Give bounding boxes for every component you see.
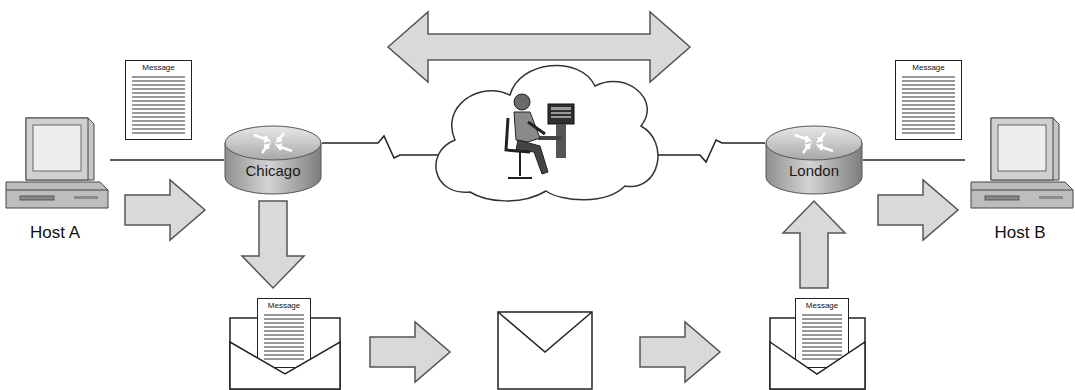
network-link — [110, 159, 224, 161]
message-document: Message — [895, 60, 962, 140]
operator-figure — [506, 94, 574, 178]
block-arrow — [783, 201, 845, 288]
router-symbol: London — [765, 125, 863, 195]
network-link — [863, 159, 965, 161]
message-label: Message — [125, 63, 192, 73]
host-computer: Host B — [965, 112, 1075, 250]
block-arrow — [370, 322, 450, 382]
host-computer-outline — [965, 112, 1075, 212]
host-label: Host B — [965, 222, 1075, 244]
message-document: Message — [795, 298, 849, 368]
block-arrow — [640, 322, 720, 382]
host-computer: Host A — [0, 112, 110, 250]
message-document: Message — [257, 298, 311, 368]
block-arrow — [242, 201, 304, 288]
network-cloud — [436, 65, 658, 200]
message-label: Message — [895, 63, 962, 73]
router-label: Chicago — [224, 162, 322, 180]
host-computer-outline — [0, 112, 110, 212]
block-arrow — [125, 180, 205, 240]
message-label: Message — [257, 301, 311, 311]
message-label: Message — [795, 301, 849, 311]
router-symbol: Chicago — [224, 125, 322, 195]
message-document: Message — [125, 60, 192, 140]
host-label: Host A — [0, 222, 110, 244]
router-symbol-outline — [224, 125, 322, 195]
router-symbol-outline — [765, 125, 863, 195]
router-label: London — [765, 162, 863, 180]
sealed-envelope — [498, 312, 592, 389]
block-arrow — [878, 180, 958, 240]
